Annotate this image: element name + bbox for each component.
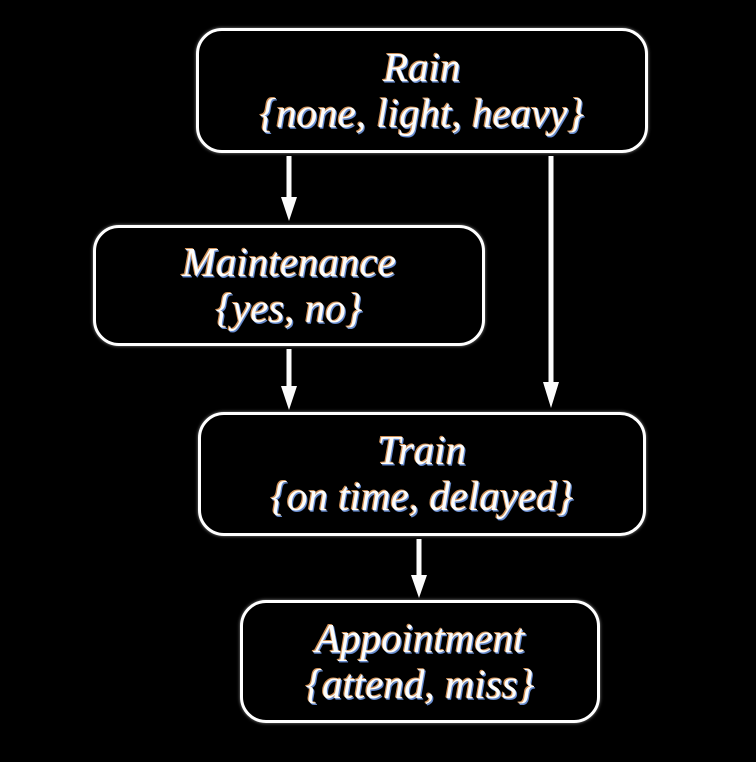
edge-maintenance-to-train bbox=[281, 349, 297, 410]
edge-train-to-appointment bbox=[411, 539, 427, 598]
node-appointment-states: {attend, miss} bbox=[305, 660, 535, 707]
node-train-title: Train bbox=[377, 427, 467, 474]
edge-rain-to-train bbox=[543, 156, 559, 408]
node-appointment-title: Appointment bbox=[315, 614, 525, 661]
node-maintenance-title: Maintenance bbox=[181, 238, 397, 285]
node-rain-states: {none, light, heavy} bbox=[259, 89, 585, 136]
node-rain-title: Rain bbox=[383, 43, 461, 90]
node-maintenance-states: {yes, no} bbox=[215, 284, 363, 331]
edge-rain-to-maintenance bbox=[281, 156, 297, 221]
node-appointment[interactable]: Appointment {attend, miss} bbox=[240, 600, 600, 723]
node-maintenance[interactable]: Maintenance {yes, no} bbox=[93, 225, 485, 346]
node-train[interactable]: Train {on time, delayed} bbox=[198, 412, 646, 536]
node-rain[interactable]: Rain {none, light, heavy} bbox=[196, 28, 648, 153]
node-train-states: {on time, delayed} bbox=[270, 473, 574, 519]
